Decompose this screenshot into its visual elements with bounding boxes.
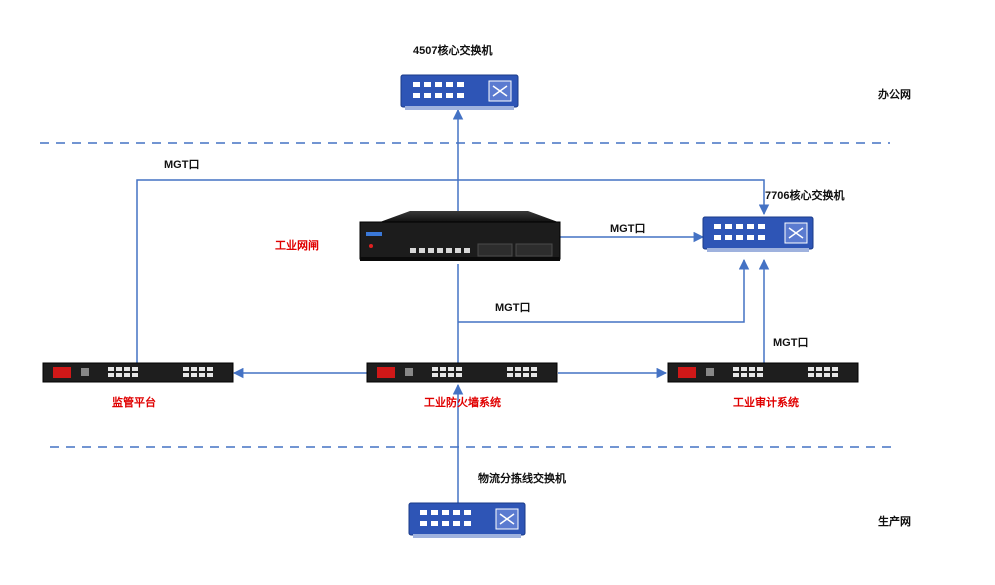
switch-7706-icon xyxy=(702,216,814,252)
label-7706-core-switch: 7706核心交换机 xyxy=(765,190,845,202)
link-monitor-to-7706 xyxy=(136,179,770,363)
label-mgt-firewall: MGT口 xyxy=(495,302,531,314)
industrial-audit-icon xyxy=(667,362,859,383)
label-4507-core-switch: 4507核心交换机 xyxy=(413,45,493,57)
label-mgt-gateway: MGT口 xyxy=(610,223,646,235)
label-mgt-audit: MGT口 xyxy=(773,337,809,349)
label-logistics-switch: 物流分拣线交换机 xyxy=(478,473,566,485)
industrial-gateway-icon xyxy=(359,211,561,261)
switch-4507-icon xyxy=(400,74,519,110)
switch-logistics-icon xyxy=(408,502,526,538)
monitoring-platform-icon xyxy=(42,362,234,383)
label-industrial-audit: 工业审计系统 xyxy=(733,397,799,409)
label-mgt-top: MGT口 xyxy=(164,159,200,171)
label-production-zone: 生产网 xyxy=(878,516,911,528)
label-office-zone: 办公网 xyxy=(878,89,911,101)
link-firewall-to-7706 xyxy=(458,258,750,323)
industrial-firewall-icon xyxy=(366,362,558,383)
label-industrial-gateway: 工业网闸 xyxy=(275,240,319,252)
label-industrial-firewall: 工业防火墙系统 xyxy=(424,397,501,409)
label-monitoring-platform: 监管平台 xyxy=(112,397,156,409)
